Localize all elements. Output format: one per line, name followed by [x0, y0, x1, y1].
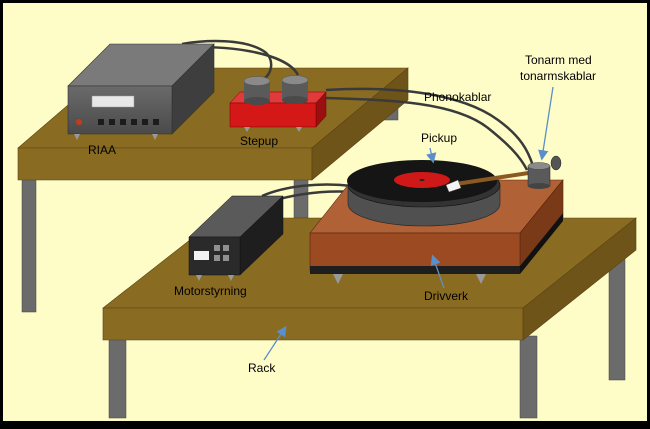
phono-cables [325, 87, 535, 171]
label-tonarm-line1: Tonarm med [525, 53, 592, 67]
label-stepup: Stepup [240, 134, 278, 148]
rack-arrow [263, 325, 287, 361]
front-table-leg [519, 335, 538, 419]
back-table-side-edge [311, 67, 409, 181]
motor-control-unit [188, 195, 284, 281]
label-rack: Rack [248, 361, 276, 375]
riaa-display [91, 95, 135, 108]
riaa-button [120, 119, 126, 125]
motor-button [214, 245, 220, 251]
motor-button [223, 255, 229, 261]
tonearm-base [527, 162, 551, 170]
stepup-connectors [243, 75, 309, 105]
vinyl-record [347, 160, 497, 202]
label-pickup: Pickup [421, 131, 457, 145]
riaa-button [153, 119, 159, 125]
front-table-side-edge [522, 217, 637, 341]
back-table-leg [21, 175, 37, 313]
tonarm-arrow [538, 86, 554, 161]
label-riaa: RIAA [88, 143, 116, 157]
tonearm [445, 155, 562, 193]
back-table-front-edge [17, 147, 313, 181]
motor-display [194, 251, 209, 260]
plinth-base [310, 266, 520, 274]
riaa-power-led [76, 119, 82, 125]
label-phonokablar: Phonokablar [424, 90, 491, 104]
pickup-arrow [426, 147, 437, 164]
riaa-unit [67, 43, 215, 140]
back-table-leg [293, 175, 309, 219]
riaa-button [109, 119, 115, 125]
label-drivverk: Drivverk [424, 289, 469, 303]
label-motorstyrning: Motorstyrning [174, 284, 247, 298]
drivverk-arrow [430, 254, 445, 289]
riaa-button [131, 119, 137, 125]
pickup-cartridge [445, 179, 462, 193]
tonearm-counterweight [550, 155, 562, 171]
riaa-button [98, 119, 104, 125]
riaa-button [142, 119, 148, 125]
motor-button [214, 255, 220, 261]
front-table-leg [108, 335, 127, 419]
pointer-arrows [263, 86, 554, 361]
front-table-front-edge [102, 307, 524, 341]
label-tonarm-line2: tonarmskablar [520, 69, 596, 83]
motor-button [223, 245, 229, 251]
